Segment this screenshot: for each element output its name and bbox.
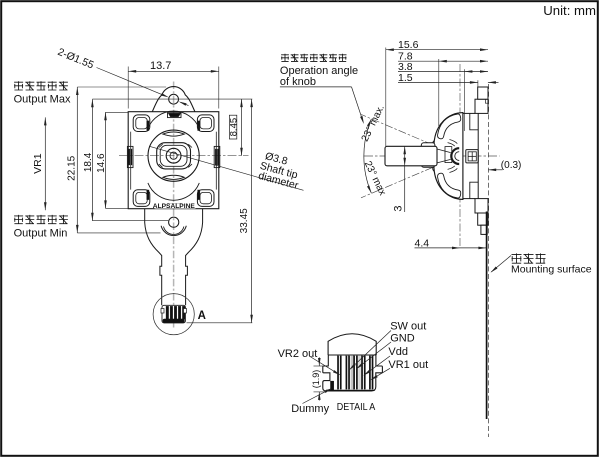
svg-text:14.6: 14.6 <box>96 153 107 173</box>
svg-text:VR2 out: VR2 out <box>278 348 318 360</box>
svg-text:8.45: 8.45 <box>228 118 239 137</box>
svg-text:of knob: of knob <box>280 76 316 88</box>
svg-text:Output Min: Output Min <box>14 227 68 239</box>
svg-text:3: 3 <box>392 205 404 211</box>
svg-text:DETAIL A: DETAIL A <box>337 401 376 413</box>
svg-text:(0.3): (0.3) <box>501 160 522 171</box>
svg-text:Mounting surface: Mounting surface <box>511 263 592 275</box>
svg-text:Unit: mm: Unit: mm <box>543 3 596 18</box>
svg-text:13.7: 13.7 <box>150 60 171 72</box>
svg-text:Vdd: Vdd <box>388 346 408 358</box>
svg-text:Operation angle: Operation angle <box>280 65 358 77</box>
svg-text:18.4: 18.4 <box>83 152 94 172</box>
svg-text:Dummy: Dummy <box>291 403 329 415</box>
svg-text:SW out: SW out <box>390 320 426 332</box>
svg-text:7.8: 7.8 <box>398 51 413 63</box>
svg-text:3.8: 3.8 <box>398 61 413 73</box>
svg-text:4.4: 4.4 <box>415 237 430 249</box>
svg-text:A: A <box>198 310 206 322</box>
svg-text:(1.9): (1.9) <box>311 370 321 389</box>
svg-text:1.5: 1.5 <box>398 72 413 84</box>
svg-text:ALPSALPINE: ALPSALPINE <box>153 203 195 210</box>
svg-text:33.45: 33.45 <box>239 208 250 233</box>
svg-text:22.15: 22.15 <box>67 155 78 180</box>
svg-text:GND: GND <box>390 332 415 344</box>
svg-text:15.6: 15.6 <box>398 39 419 51</box>
svg-text:Ø3.8: Ø3.8 <box>264 150 289 168</box>
svg-text:Output Max: Output Max <box>14 94 71 106</box>
svg-text:VR1 out: VR1 out <box>388 359 428 371</box>
svg-text:VR1: VR1 <box>32 153 44 174</box>
